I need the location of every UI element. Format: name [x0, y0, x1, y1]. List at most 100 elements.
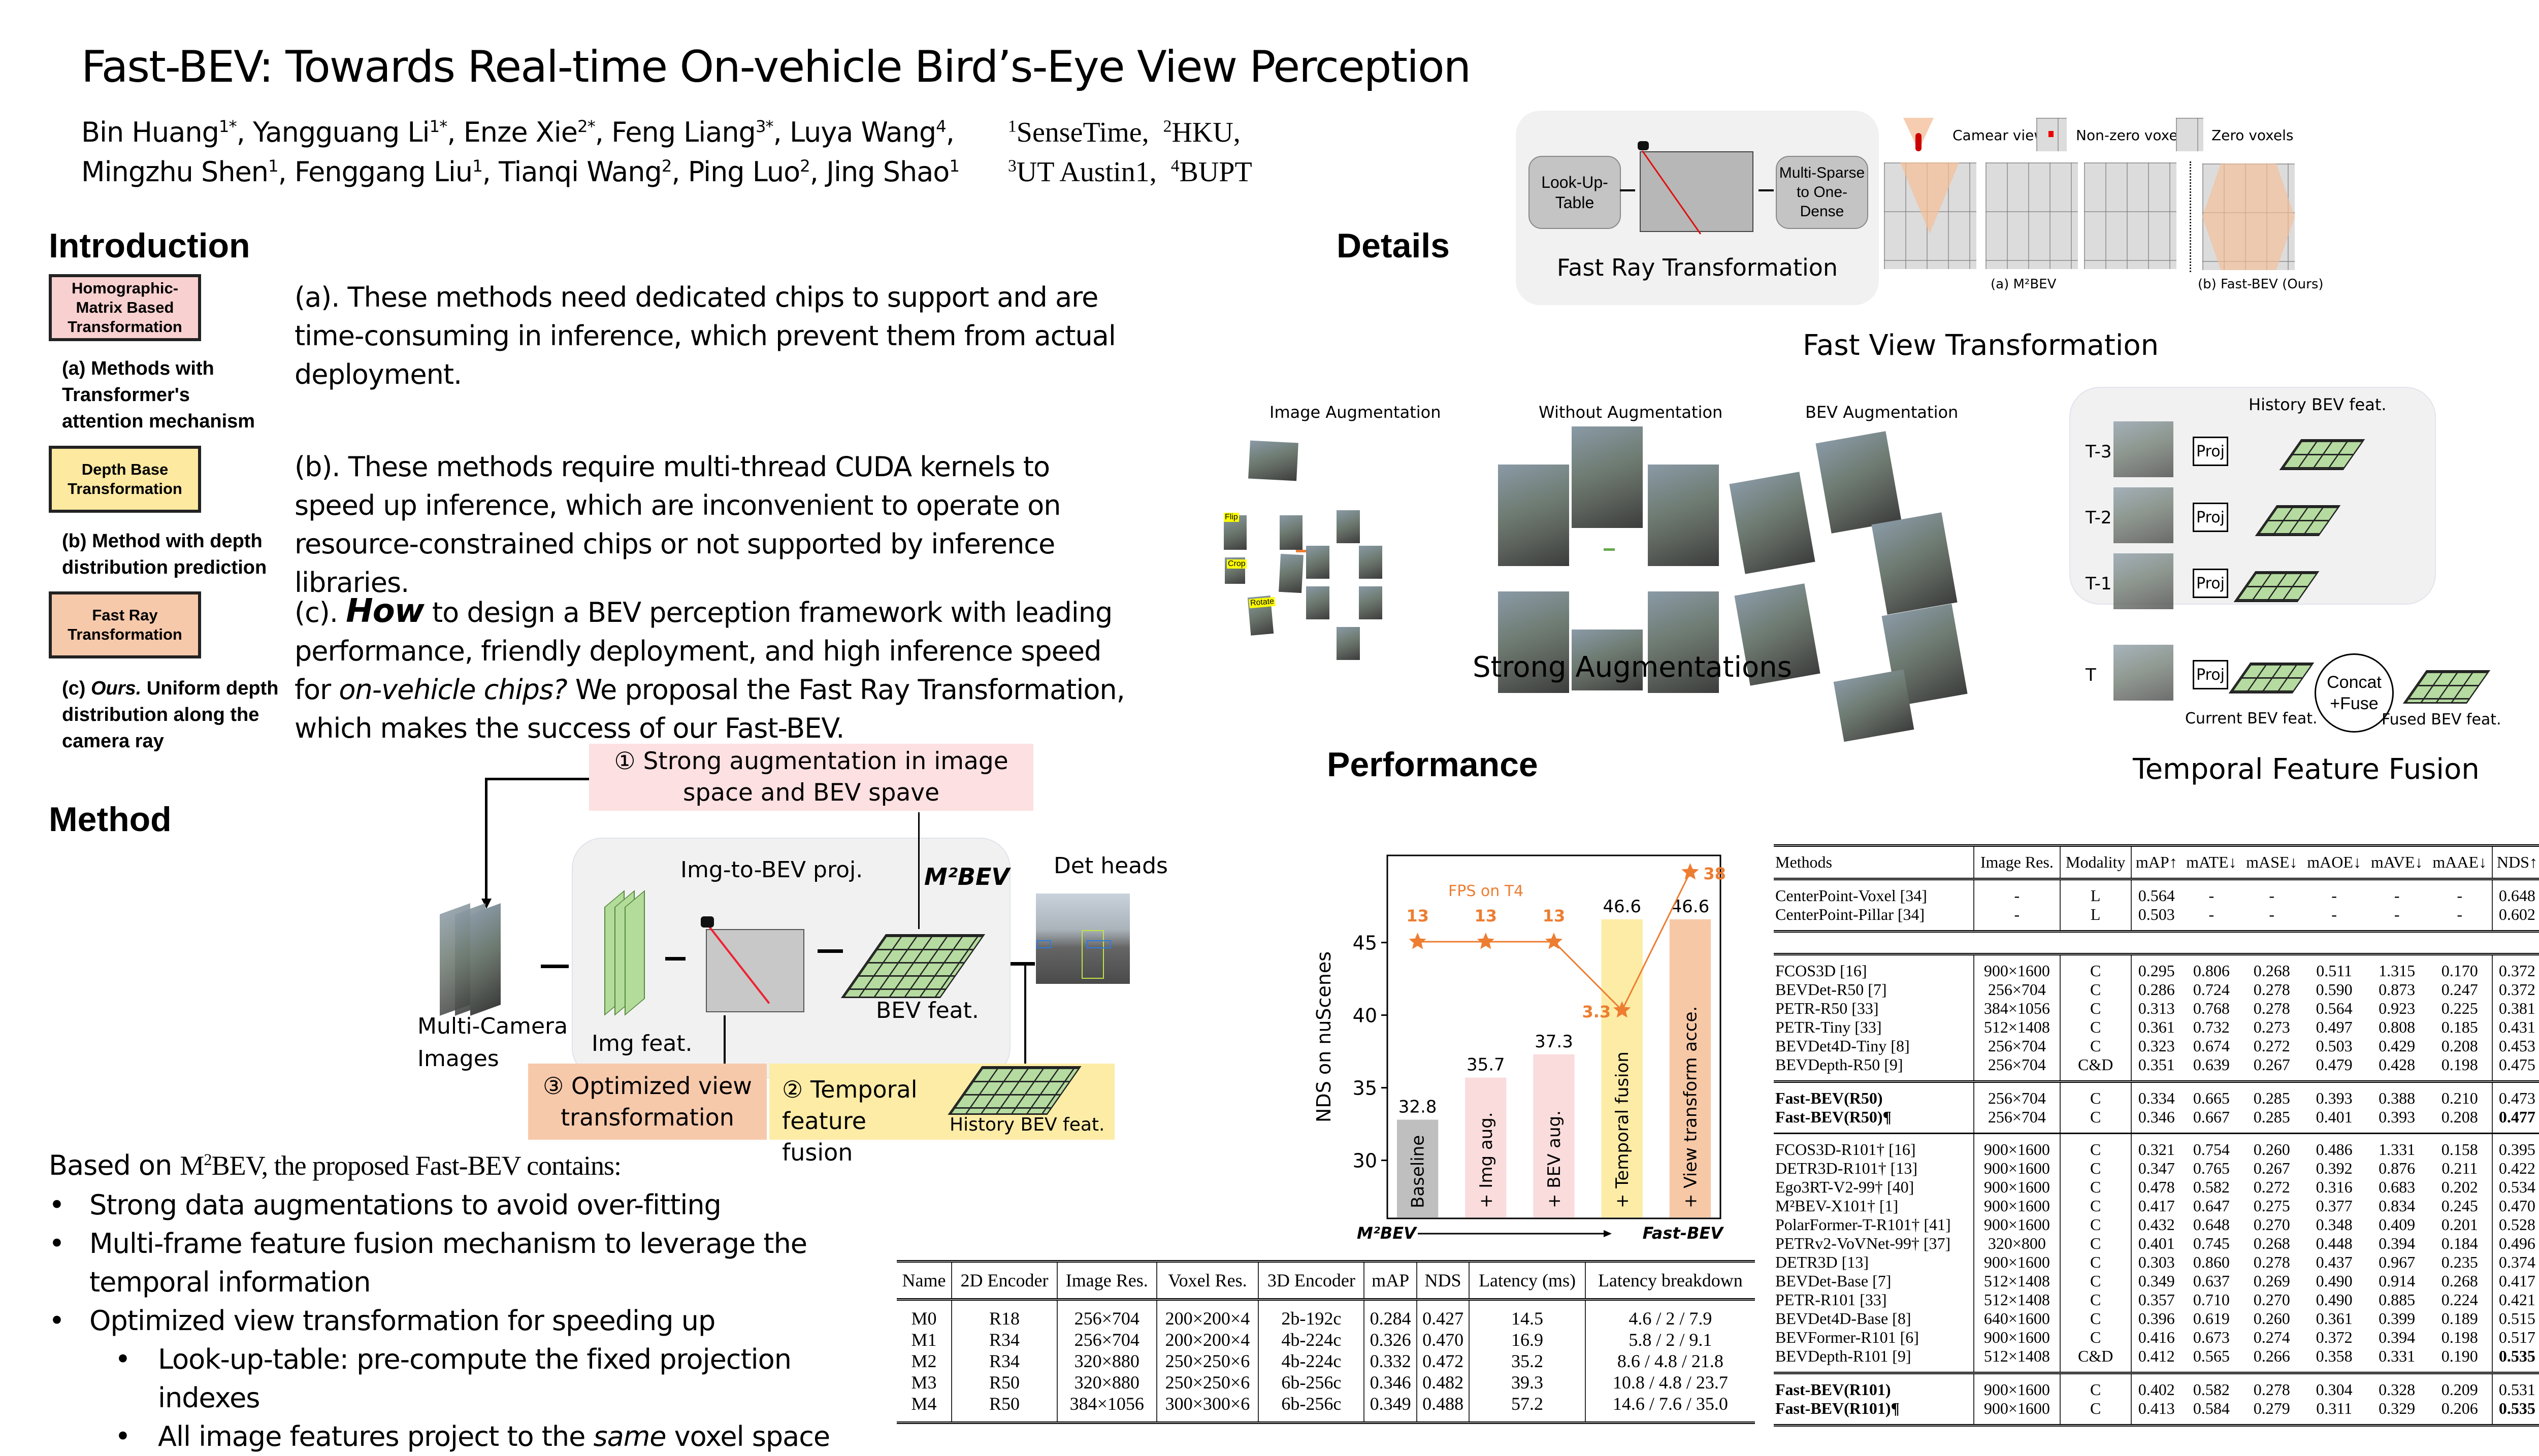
- table-cell: 0.235: [2441, 1253, 2478, 1271]
- bounding-box-3d: [1082, 930, 1104, 979]
- table-cell: 0.732: [2193, 1018, 2230, 1036]
- table-cell: C: [2059, 1197, 2131, 1215]
- table-cell: 384×1056: [1057, 1393, 1157, 1423]
- text: (c).: [295, 597, 346, 628]
- table-cell: 200×200×4: [1156, 1299, 1259, 1329]
- table-cell: 0.428: [2379, 1055, 2416, 1074]
- sub-caption-a: (a) M²BEV: [1991, 277, 2057, 292]
- bullet-text: voxel space: [666, 1420, 830, 1452]
- table-cell: 0.496: [2491, 1234, 2539, 1253]
- affiliations: 1SenseTime, 2HKU, 3UT Austin1, 4BUPT: [1008, 113, 1252, 192]
- bullet-item-sub: •Look-up-table: pre-compute the fixed pr…: [49, 1340, 861, 1417]
- table-cell: 0.351: [2130, 1055, 2182, 1082]
- fps-star-marker: [1409, 933, 1426, 949]
- table-cell: 0.208: [2441, 1037, 2478, 1055]
- divider: [2190, 161, 2191, 272]
- table-cell: 0.673: [2193, 1328, 2230, 1346]
- table-cell: C: [2059, 980, 2131, 999]
- table-cell: -: [2394, 886, 2400, 905]
- table-cell: 0.873: [2379, 980, 2416, 999]
- table-spacer: [1774, 931, 2539, 954]
- det-heads-label: Det heads: [1054, 853, 1168, 879]
- details-heading: Details: [1337, 226, 1450, 265]
- table-cell: 0.198: [2441, 1328, 2478, 1346]
- multi-camera-label: Multi-Camera Images: [417, 1013, 568, 1072]
- table-cell: 0.564: [2130, 879, 2182, 905]
- step-number-2: ②: [782, 1076, 803, 1103]
- table-cell: 900×1600: [1973, 1215, 2060, 1234]
- table-cell: 1.315: [2379, 962, 2416, 980]
- table-cell: 0.402: [2130, 1373, 2182, 1399]
- author-name: Ping Luo: [688, 156, 800, 188]
- orange-arrow-icon: [1296, 550, 1307, 552]
- introduction-heading: Introduction: [49, 226, 250, 265]
- table-cell: 0.590: [2316, 980, 2353, 999]
- table-cell: M3: [911, 1372, 937, 1393]
- table-cell: 900×1600: [1973, 1399, 2060, 1426]
- table-cell: 0.361: [2130, 1018, 2182, 1037]
- table-cell: 0.326: [1363, 1329, 1417, 1350]
- frame-images: [2113, 645, 2173, 701]
- table-cell: 0.278: [2253, 999, 2290, 1017]
- step-number-1: ①: [614, 747, 636, 775]
- table-cell: C: [2059, 954, 2131, 980]
- table-cell: C: [2059, 1309, 2131, 1328]
- table-cell: 256×704: [1973, 1081, 2060, 1108]
- table-cell: 0.275: [2253, 1197, 2290, 1215]
- table-cell: 0.473: [2491, 1081, 2539, 1108]
- table-cell: 39.3: [1469, 1372, 1585, 1393]
- intro-box-fast-ray: Fast Ray Transformation: [49, 591, 201, 658]
- camera-icon: [1638, 141, 1649, 150]
- table-cell: C: [2059, 1018, 2131, 1037]
- table-cell: 0.321: [2130, 1133, 2182, 1159]
- performance-heading: Performance: [1327, 745, 1538, 784]
- table-cell: 14.6 / 7.6 / 35.0: [1584, 1393, 1755, 1423]
- table-cell: 0.286: [2130, 980, 2182, 999]
- column-header: mAP↑: [2130, 845, 2182, 879]
- table-cell: -: [2457, 886, 2463, 905]
- table-cell: 4.6 / 2 / 7.9: [1584, 1299, 1755, 1329]
- summary-text: Based on: [49, 1149, 180, 1181]
- camera-image: [1648, 465, 1719, 566]
- bar-value-label: 37.3: [1535, 1032, 1573, 1052]
- bullet-item: •Strong data augmentations to avoid over…: [49, 1186, 861, 1225]
- table-cell: 0.346: [2130, 1108, 2182, 1134]
- table-cell: FCOS3D-R101† [16]: [1775, 1140, 1916, 1159]
- concat-fuse-node: Concat +Fuse: [2315, 653, 2394, 733]
- table-cell: 900×1600: [1973, 1328, 2060, 1347]
- table-cell: PETR-R50 [33]: [1775, 999, 1879, 1017]
- table-cell: 0.348: [2316, 1215, 2353, 1234]
- table-cell: 0.278: [2253, 980, 2290, 999]
- bar-category-label: + BEV aug.: [1544, 1110, 1565, 1208]
- table-cell: 0.768: [2193, 999, 2230, 1017]
- table-cell: 0.332: [1363, 1350, 1417, 1372]
- affiliation-sup: 3: [1008, 156, 1017, 176]
- column-header: Methods: [1775, 853, 1832, 871]
- table-cell: 0.268: [2253, 962, 2290, 980]
- table-cell: 512×1408: [1973, 1347, 2060, 1373]
- table-cell: C: [2059, 1081, 2131, 1108]
- table-cell: 0.416: [2130, 1328, 2182, 1347]
- camera-view-cone: [1900, 162, 1959, 234]
- table-cell: 0.582: [2193, 1380, 2230, 1399]
- table-cell: 200×200×4: [1156, 1329, 1259, 1350]
- author-affiliation-sup: 1: [949, 156, 960, 176]
- bar-category-label: Baseline: [1408, 1135, 1428, 1208]
- fps-value-label: 38: [1703, 864, 1726, 883]
- bullet-item: •Multi-frame feature fusion mechanism to…: [49, 1225, 851, 1302]
- table-cell: 0.417: [2491, 1272, 2539, 1290]
- table-cell: 0.374: [2491, 1253, 2539, 1272]
- summary-text: BEV, the proposed Fast-BEV contains:: [211, 1150, 622, 1181]
- column-header: mAOE↓: [2307, 853, 2361, 871]
- camera-image: [1337, 510, 1360, 543]
- frame-images: [2113, 553, 2173, 609]
- table-cell: C: [2059, 1328, 2131, 1347]
- table-cell: 0.534: [2491, 1178, 2539, 1197]
- table-cell: C: [2059, 1037, 2131, 1055]
- method-summary: Based on M2BEV, the proposed Fast-BEV co…: [49, 1146, 622, 1185]
